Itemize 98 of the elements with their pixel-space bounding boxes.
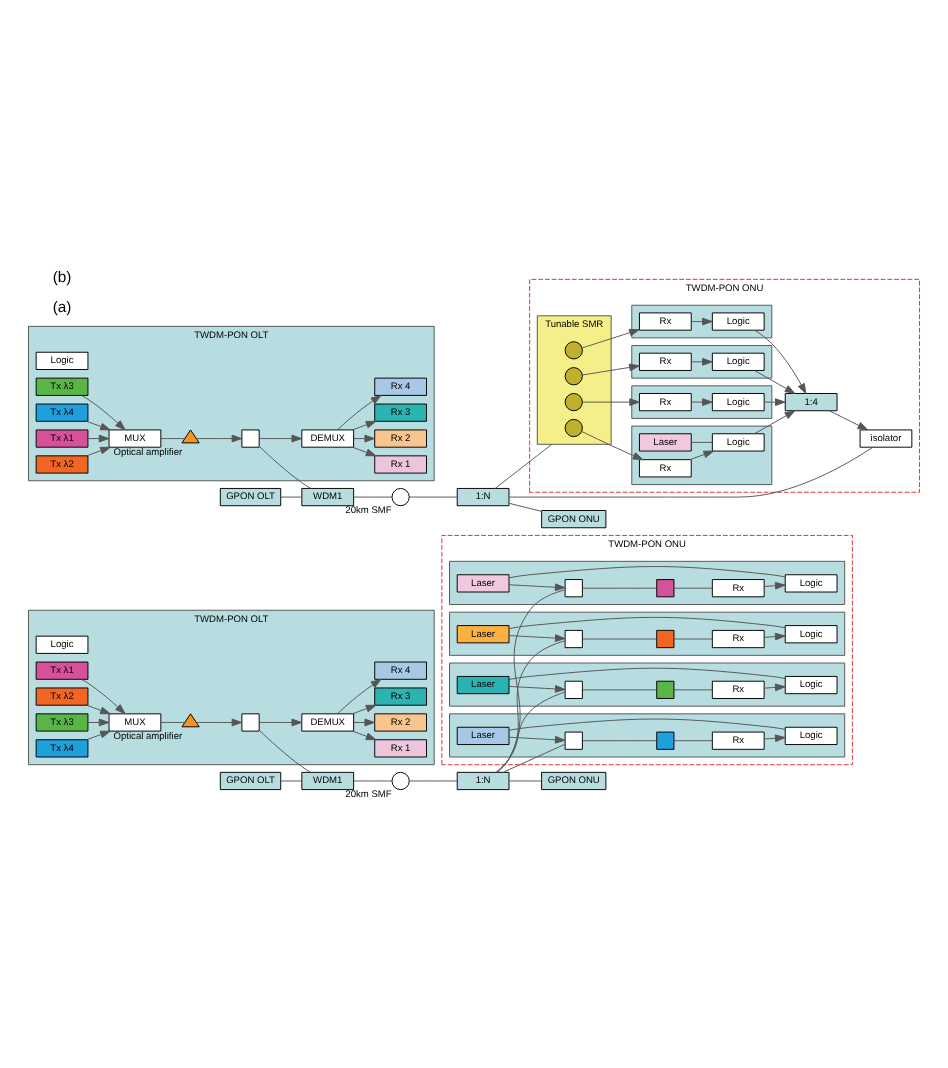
arrow [337, 678, 382, 715]
arrow [763, 734, 786, 743]
cluster [631, 304, 773, 339]
arrow [754, 329, 807, 394]
arrow [258, 434, 303, 443]
arrow [87, 718, 110, 727]
arrow [352, 446, 377, 457]
connector [502, 743, 566, 773]
arrow [581, 430, 644, 461]
cluster [449, 560, 846, 605]
label: (b) [52, 268, 72, 287]
arrow [352, 730, 377, 741]
cluster [449, 611, 846, 656]
arrow [689, 450, 714, 460]
connector [508, 502, 542, 512]
arrow [763, 581, 786, 590]
connector [582, 638, 658, 640]
connector [160, 722, 186, 723]
arrow [691, 358, 713, 366]
arrow [86, 730, 111, 741]
connector [280, 780, 303, 782]
node-circle [391, 487, 410, 507]
connector [508, 667, 786, 680]
connector [673, 740, 713, 742]
arrow [691, 398, 713, 406]
arrow [196, 434, 243, 443]
connector [673, 689, 713, 691]
node-box [656, 579, 675, 598]
node-triangle [181, 429, 200, 444]
arrow [508, 634, 566, 642]
arrow [763, 398, 786, 406]
connector [496, 589, 566, 773]
connector [160, 438, 186, 440]
connector [508, 616, 786, 630]
arrow [508, 735, 566, 744]
node-box [656, 629, 675, 649]
arrow [81, 678, 126, 715]
node-box [656, 731, 675, 750]
arrow [352, 420, 377, 431]
connector [508, 780, 542, 782]
connector [408, 780, 458, 782]
arrow [828, 410, 869, 431]
cluster [631, 345, 773, 379]
connector [258, 729, 312, 773]
node-box [564, 629, 583, 649]
arrow [87, 434, 110, 443]
connector [408, 496, 458, 498]
arrow [691, 317, 713, 326]
node-circle [564, 341, 583, 360]
connector [673, 638, 713, 640]
arrow [258, 718, 303, 727]
connector [496, 640, 566, 773]
arrow [754, 370, 796, 394]
label: (a) [52, 297, 72, 316]
connector [582, 587, 658, 589]
connector [582, 689, 658, 691]
node-box [564, 680, 583, 699]
connector [353, 780, 393, 782]
arrow [86, 704, 111, 715]
connector [494, 443, 553, 489]
connector [495, 691, 566, 773]
arrow [763, 683, 786, 692]
node-box [656, 680, 675, 699]
arrow [581, 363, 640, 376]
node-triangle [181, 713, 200, 728]
node-box [564, 731, 583, 750]
node-box [564, 579, 583, 598]
arrow [754, 410, 796, 435]
arrow [582, 398, 640, 406]
connector [508, 718, 786, 731]
node-box [241, 713, 260, 732]
node-circle [564, 418, 583, 438]
arrow [196, 718, 243, 727]
arrow [352, 704, 377, 715]
arrow [86, 446, 111, 457]
connector [673, 587, 713, 589]
connector [691, 441, 713, 443]
connector [508, 566, 786, 579]
connector [258, 445, 312, 489]
arrow [508, 685, 566, 693]
arrow [81, 395, 126, 431]
arrow [337, 395, 382, 431]
arrow [353, 718, 375, 727]
cluster [449, 713, 846, 758]
node-box [241, 429, 260, 448]
arrow [508, 583, 566, 592]
node-circle [391, 771, 410, 791]
arrow [353, 434, 375, 443]
arrow [763, 632, 786, 641]
connector [353, 496, 393, 498]
arrow [581, 328, 640, 349]
node-circle [564, 393, 583, 412]
connector [280, 496, 303, 498]
node-circle [564, 367, 583, 386]
arrow [86, 420, 111, 431]
cluster [449, 662, 846, 707]
connector [508, 446, 874, 498]
connector [582, 740, 658, 742]
